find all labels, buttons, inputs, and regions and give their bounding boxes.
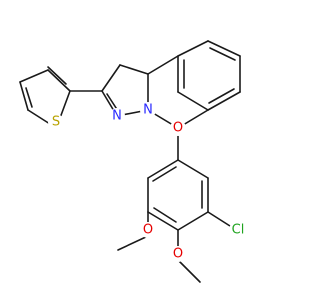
benzo-ring <box>177 40 241 111</box>
methyl-bond <box>177 259 201 283</box>
aryl-ring <box>147 159 209 231</box>
atom-label-n2: N <box>112 109 122 124</box>
atom-bg <box>140 222 156 238</box>
double-bond-inner <box>152 166 177 182</box>
atom-bg <box>170 120 186 136</box>
atom-bg <box>170 246 186 262</box>
atom-bg <box>48 114 64 130</box>
bond <box>27 109 51 125</box>
atom-label-s: S <box>52 115 60 130</box>
bond <box>147 55 179 75</box>
bond <box>101 64 121 92</box>
atom-label-o-ring: O <box>173 121 183 136</box>
molecule-structure-diagram: O N N S O O Cl <box>19 40 247 283</box>
bond <box>177 211 209 231</box>
bond <box>119 64 149 75</box>
atom-labels: O N N S O O Cl <box>48 102 247 262</box>
bond <box>147 211 179 231</box>
atom-label-o-methoxy-1: O <box>143 223 153 238</box>
double-bond-inner <box>47 66 67 85</box>
atom-label-cl: Cl <box>232 223 245 238</box>
bond <box>59 90 71 119</box>
bond <box>207 91 241 111</box>
bond <box>19 69 49 83</box>
atom-label-n1: N <box>143 103 153 118</box>
double-bond-inner <box>208 88 235 104</box>
atom-bg <box>229 221 247 239</box>
bond <box>47 69 71 92</box>
atom-label-o-methoxy-2: O <box>173 247 183 262</box>
bond <box>177 40 209 57</box>
atom-bg <box>109 108 125 124</box>
bond <box>207 211 231 227</box>
bond <box>207 40 241 57</box>
double-bond-inner <box>209 47 236 61</box>
bond <box>19 81 29 111</box>
methyl-bond <box>117 235 149 251</box>
atom-bg <box>140 102 156 118</box>
bond <box>147 159 179 179</box>
bond <box>177 159 209 179</box>
double-bond-inner <box>25 87 33 108</box>
double-bond-inner <box>153 207 177 223</box>
thiophene-ring <box>19 66 103 125</box>
structure-canvas: O N N S O O Cl <box>19 40 247 283</box>
bond <box>177 91 209 111</box>
